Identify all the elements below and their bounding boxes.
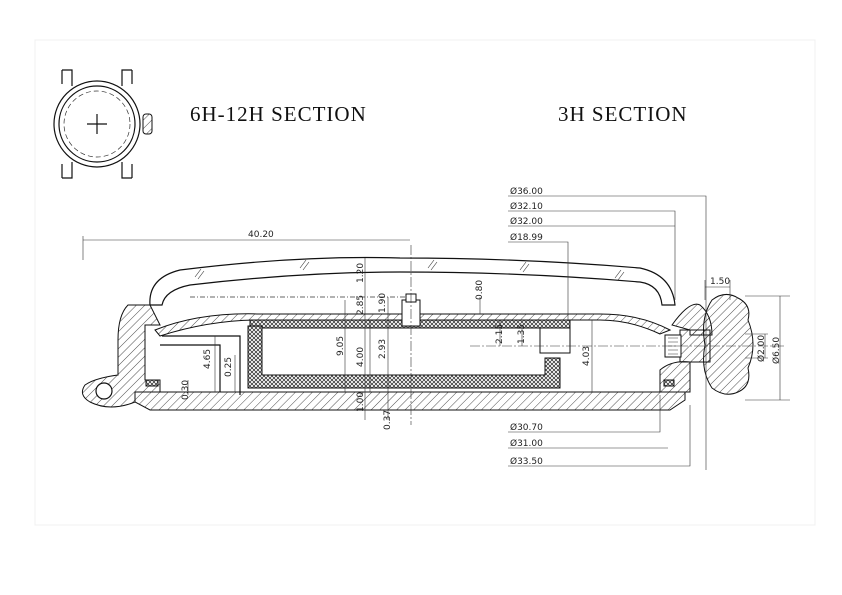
dim-4-00: 4.00 [356,347,366,367]
dim-0-37: 0.37 [383,410,393,430]
dim-9-05: 9.05 [336,336,346,356]
dim-d36: Ø36.00 [510,186,543,197]
dim-d33-50: Ø33.50 [510,456,543,467]
dim-crown-d2: Ø2.00 [756,335,767,362]
dim-d30-70: Ø30.70 [510,422,543,433]
dim-1-20: 1.20 [356,263,366,283]
dim-4-65: 4.65 [203,349,213,369]
dim-d32-00: Ø32.00 [510,216,543,227]
dim-1-35: 1.35 [517,324,527,344]
dim-1-00: 1.00 [356,392,366,412]
dimension-lines [82,195,790,470]
dim-0-30: 0.30 [181,380,191,400]
dim-0-80: 0.80 [475,280,485,300]
dim-d18-99: Ø18.99 [510,232,543,243]
dim-4-03: 4.03 [582,346,592,366]
section-title-3h: 3H SECTION [558,102,688,126]
dim-2-93: 2.93 [378,339,388,359]
dim-crown-length: 1.50 [710,277,730,287]
dim-overall-width: 40.20 [248,230,274,240]
drawing-border [34,39,816,526]
dim-2-85: 2.85 [356,295,366,315]
watch-top-view-icon [53,69,153,179]
dim-crown-d6: Ø6.50 [771,337,782,364]
dim-d31-00: Ø31.00 [510,438,543,449]
dim-1-90: 1.90 [378,293,388,313]
dim-d32-10: Ø32.10 [510,201,543,212]
dim-2-15: 2.15 [495,324,505,344]
section-title-6h-12h: 6H-12H SECTION [190,102,367,126]
dim-0-25: 0.25 [224,357,234,377]
case-section [81,256,713,411]
